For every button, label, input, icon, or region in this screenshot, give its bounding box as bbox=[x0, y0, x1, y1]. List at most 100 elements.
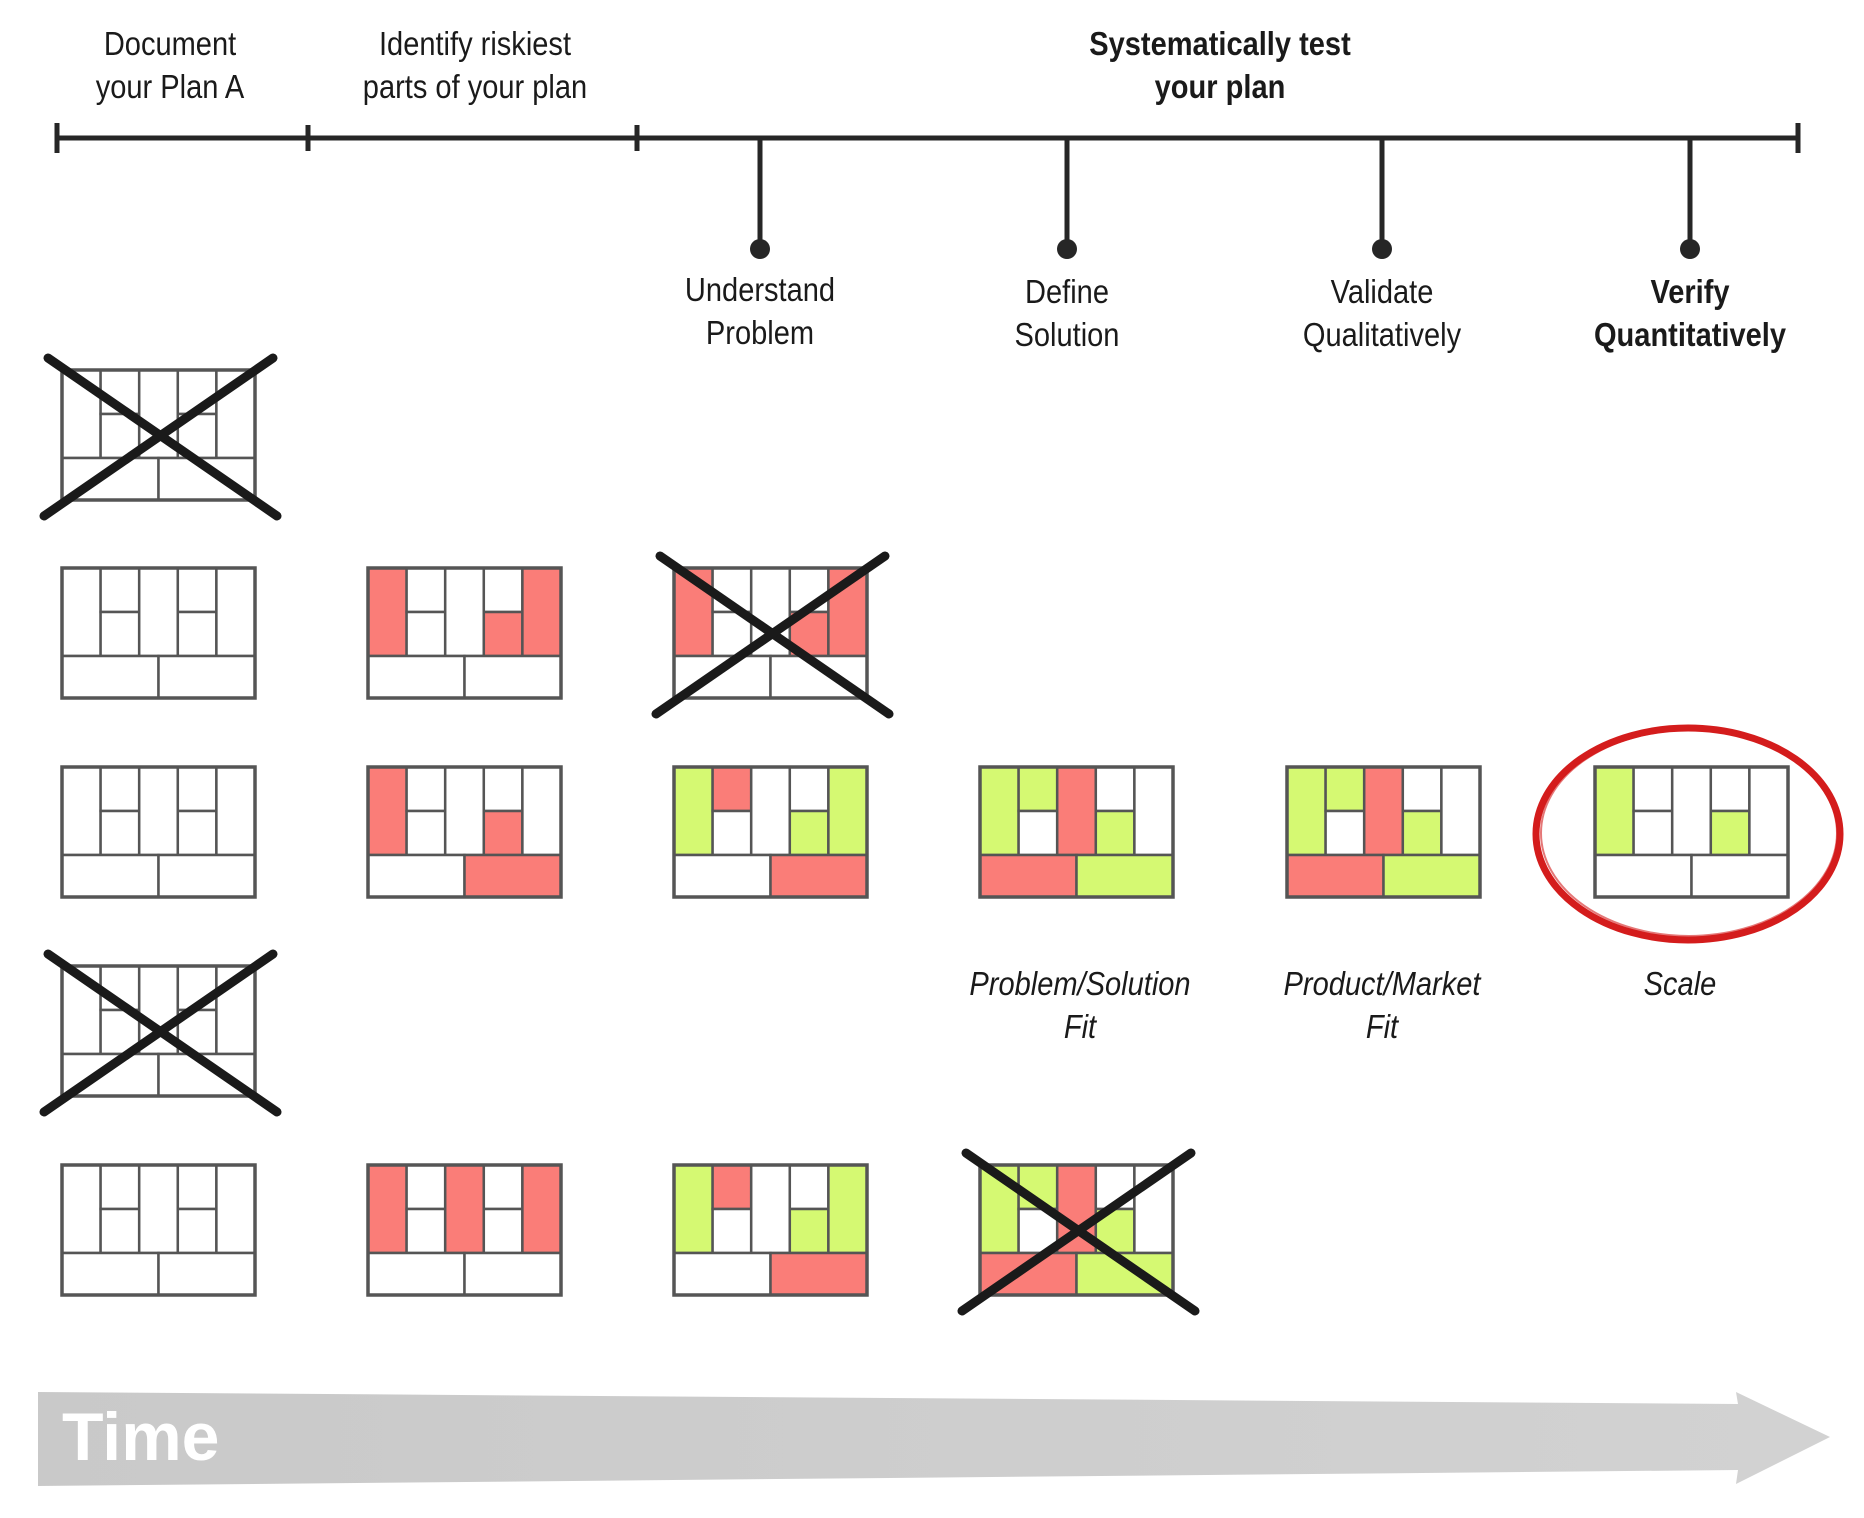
canvas-cell bbox=[137, 566, 180, 658]
canvas-cell bbox=[443, 765, 486, 857]
canvas-cell bbox=[788, 1163, 830, 1211]
canvas-cell bbox=[60, 765, 102, 857]
lean-canvas bbox=[60, 566, 257, 700]
canvas-border bbox=[60, 765, 257, 899]
canvas-cell bbox=[482, 1163, 524, 1211]
canvas-cell bbox=[1075, 853, 1175, 899]
phase-label-test: Systematically test your plan bbox=[1079, 22, 1361, 108]
step-label-understand: Understand Problem bbox=[654, 268, 865, 354]
canvas-cell bbox=[215, 765, 257, 857]
canvas-cell bbox=[521, 566, 563, 658]
canvas-border bbox=[672, 566, 869, 700]
cross-stroke bbox=[39, 353, 278, 521]
canvas-cell bbox=[1440, 765, 1482, 857]
canvas-cell bbox=[978, 765, 1020, 857]
milestone-problem-solution-fit: Problem/Solution Fit bbox=[966, 962, 1195, 1048]
canvas-cell bbox=[1690, 853, 1790, 899]
lean-canvas bbox=[651, 551, 894, 719]
canvas-cell bbox=[769, 1251, 869, 1297]
canvas-cell bbox=[157, 654, 257, 700]
canvas-border bbox=[60, 566, 257, 700]
step-dot bbox=[1372, 239, 1392, 259]
lean-canvas bbox=[672, 765, 869, 899]
canvas-cell bbox=[99, 610, 141, 658]
cross-mark bbox=[651, 551, 894, 719]
phase-label-line: parts of your plan bbox=[362, 68, 588, 105]
canvas-border bbox=[60, 964, 257, 1098]
canvas-cell bbox=[366, 1163, 408, 1255]
cross-mark bbox=[957, 1148, 1200, 1316]
canvas-cell bbox=[137, 1163, 180, 1255]
canvas-cell bbox=[482, 765, 524, 813]
lean-canvas bbox=[1593, 765, 1790, 899]
step-label-line: Verify bbox=[1650, 273, 1730, 310]
lean-canvas bbox=[60, 765, 257, 899]
canvas-cell bbox=[788, 809, 830, 857]
canvas-cell bbox=[1362, 765, 1405, 857]
canvas-border bbox=[60, 1163, 257, 1297]
canvas-cell bbox=[482, 610, 524, 658]
canvas-cell bbox=[157, 1251, 257, 1297]
canvas-cell bbox=[978, 853, 1078, 899]
step-label-line: Problem bbox=[705, 314, 815, 351]
step-label-line: Understand bbox=[684, 271, 836, 308]
canvas-cell bbox=[711, 1207, 753, 1255]
canvas-border bbox=[366, 765, 563, 899]
canvas-cell bbox=[463, 654, 563, 700]
canvas-cell bbox=[521, 765, 563, 857]
canvas-cell bbox=[749, 1163, 792, 1255]
canvas-cell bbox=[672, 765, 714, 857]
canvas-cell bbox=[1401, 809, 1443, 857]
canvas-cell bbox=[1017, 809, 1059, 857]
canvas-cell bbox=[366, 1251, 466, 1297]
canvas-cell bbox=[176, 566, 218, 614]
lean-canvas bbox=[366, 566, 563, 700]
cross-stroke bbox=[651, 551, 890, 719]
canvas-cell bbox=[176, 765, 218, 813]
step-label-line: Define bbox=[1025, 273, 1109, 310]
canvas-cell bbox=[405, 610, 447, 658]
canvas-cell bbox=[366, 654, 466, 700]
canvas-cell bbox=[711, 809, 753, 857]
canvas-cell bbox=[1632, 809, 1674, 857]
canvas-cell bbox=[176, 1163, 218, 1211]
step-dot bbox=[1680, 239, 1700, 259]
canvas-cell bbox=[1285, 853, 1385, 899]
canvas-cell bbox=[60, 1163, 102, 1255]
canvas-cell bbox=[366, 566, 408, 658]
cross-stroke bbox=[957, 1148, 1196, 1316]
canvas-cell bbox=[711, 765, 753, 813]
canvas-cell bbox=[405, 1207, 447, 1255]
step-label-line: Quantitatively bbox=[1593, 316, 1787, 353]
canvas-cell bbox=[1709, 809, 1751, 857]
scale-highlight-ring-edge bbox=[1540, 729, 1838, 937]
milestone-label-line: Fit bbox=[1365, 1008, 1399, 1045]
lean-canvas bbox=[672, 1163, 869, 1297]
cross-stroke bbox=[39, 949, 278, 1117]
canvas-cell bbox=[366, 765, 408, 857]
canvas-border bbox=[1285, 765, 1482, 899]
milestone-label-line: Product/Market bbox=[1283, 965, 1481, 1002]
lean-canvas bbox=[957, 1148, 1200, 1316]
milestone-label-line: Fit bbox=[1063, 1008, 1097, 1045]
canvas-border bbox=[1593, 765, 1790, 899]
lean-canvas bbox=[60, 1163, 257, 1297]
canvas-cell bbox=[99, 809, 141, 857]
canvas-cell bbox=[769, 853, 869, 899]
canvas-cell bbox=[482, 809, 524, 857]
canvas-cell bbox=[405, 1163, 447, 1211]
phase-label-line: your Plan A bbox=[95, 68, 245, 105]
canvas-cell bbox=[443, 566, 486, 658]
step-label-verify: Verify Quantitatively bbox=[1576, 270, 1805, 356]
canvas-cell bbox=[99, 1163, 141, 1211]
canvas-border bbox=[60, 368, 257, 502]
timeline bbox=[54, 123, 1801, 245]
canvas-cell bbox=[1593, 853, 1693, 899]
canvas-cell bbox=[521, 1163, 563, 1255]
canvas-cell bbox=[215, 566, 257, 658]
canvas-cell bbox=[1285, 765, 1327, 857]
canvas-cell bbox=[405, 809, 447, 857]
canvas-border bbox=[978, 1163, 1175, 1297]
